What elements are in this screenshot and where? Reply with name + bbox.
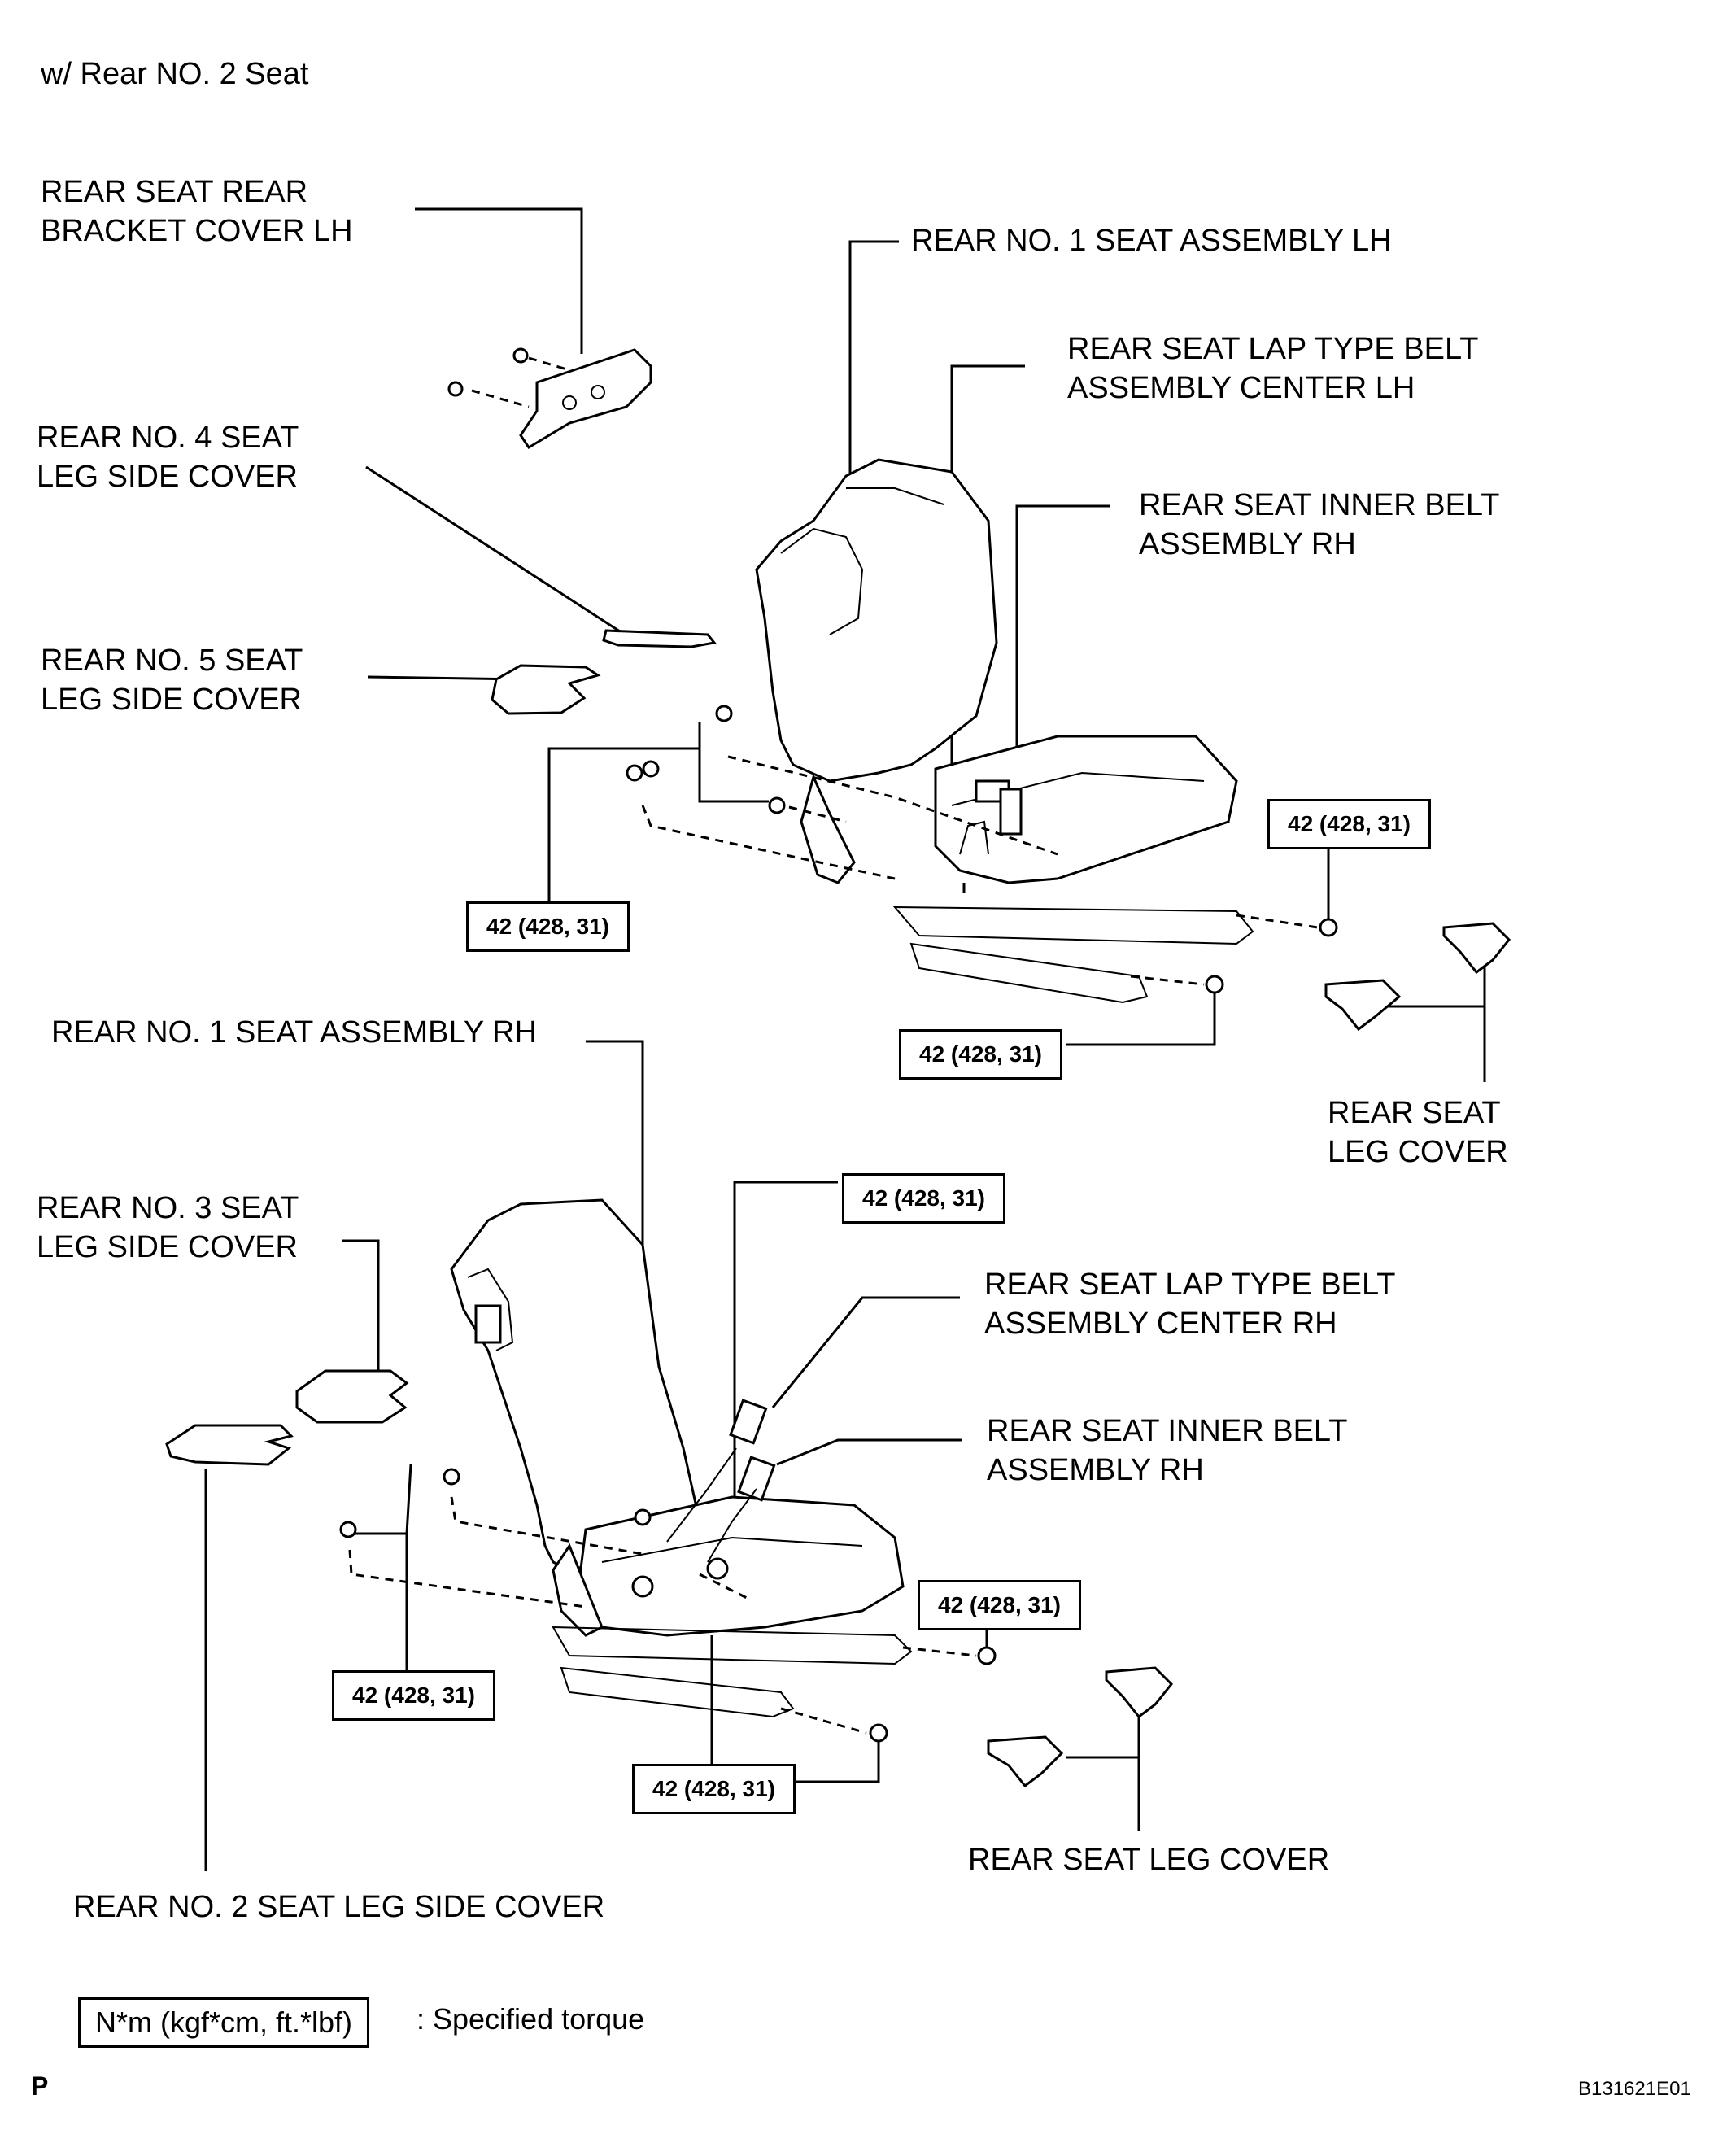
label-leg-cover-lower: REAR SEAT LEG COVER	[968, 1843, 1330, 1877]
subtitle: w/ Rear NO. 2 Seat	[41, 57, 309, 91]
bolts-upper	[626, 705, 1338, 994]
page-mark: P	[31, 2071, 49, 2101]
legend-unit-box: N*m (kgf*cm, ft.*lbf)	[78, 1997, 370, 2048]
torque-value-box: 42 (428, 31)	[918, 1580, 1081, 1630]
leg-covers-upper-part	[1324, 922, 1511, 1032]
torque-value-box: 42 (428, 31)	[842, 1173, 1005, 1224]
leader-lines-lower	[204, 1040, 1140, 1871]
label-seat-assembly-lh: REAR NO. 1 SEAT ASSEMBLY LH	[911, 224, 1392, 258]
torque-value-box: 42 (428, 31)	[632, 1764, 796, 1814]
leg-covers-lower-part	[987, 1666, 1174, 1788]
label-no5-leg-side-cover: REAR NO. 5 SEAT LEG SIDE COVER	[41, 644, 303, 717]
seat-assembly-lh-part	[755, 458, 1254, 1004]
torque-value-box: 42 (428, 31)	[466, 901, 630, 952]
label-leg-cover-upper: REAR SEAT LEG COVER	[1328, 1096, 1508, 1169]
leader-lines-upper	[365, 207, 1486, 1082]
label-seat-assembly-rh: REAR NO. 1 SEAT ASSEMBLY RH	[51, 1015, 537, 1050]
label-no4-leg-side-cover: REAR NO. 4 SEAT LEG SIDE COVER	[37, 421, 299, 494]
no5-leg-side-cover-part	[491, 664, 601, 715]
label-lap-belt-center-rh: REAR SEAT LAP TYPE BELT ASSEMBLY CENTER …	[984, 1268, 1396, 1341]
figure-code: B131621E01	[1578, 2078, 1691, 2100]
legend-description: : Specified torque	[417, 2002, 645, 2036]
label-bracket-cover-lh: REAR SEAT REAR BRACKET COVER LH	[41, 175, 353, 248]
label-no3-leg-side-cover: REAR NO. 3 SEAT LEG SIDE COVER	[37, 1191, 299, 1264]
torque-value-box: 42 (428, 31)	[1267, 799, 1431, 849]
label-inner-belt-rh-upper: REAR SEAT INNER BELT ASSEMBLY RH	[1139, 488, 1500, 561]
torque-value-box: 42 (428, 31)	[899, 1029, 1062, 1080]
no3-leg-side-cover-part	[295, 1369, 409, 1424]
seat-assembly-rh-part	[450, 1198, 913, 1718]
label-lap-belt-center-lh: REAR SEAT LAP TYPE BELT ASSEMBLY CENTER …	[1067, 332, 1479, 405]
label-inner-belt-rh-lower: REAR SEAT INNER BELT ASSEMBLY RH	[987, 1414, 1348, 1487]
no2-leg-side-cover-part	[165, 1424, 294, 1466]
bracket-cover-lh-part	[447, 347, 652, 450]
label-no2-leg-side-cover: REAR NO. 2 SEAT LEG SIDE COVER	[73, 1890, 605, 1924]
no4-leg-side-cover-part	[602, 629, 717, 648]
bolts-lower	[339, 1468, 997, 1743]
torque-value-box: 42 (428, 31)	[332, 1670, 495, 1721]
